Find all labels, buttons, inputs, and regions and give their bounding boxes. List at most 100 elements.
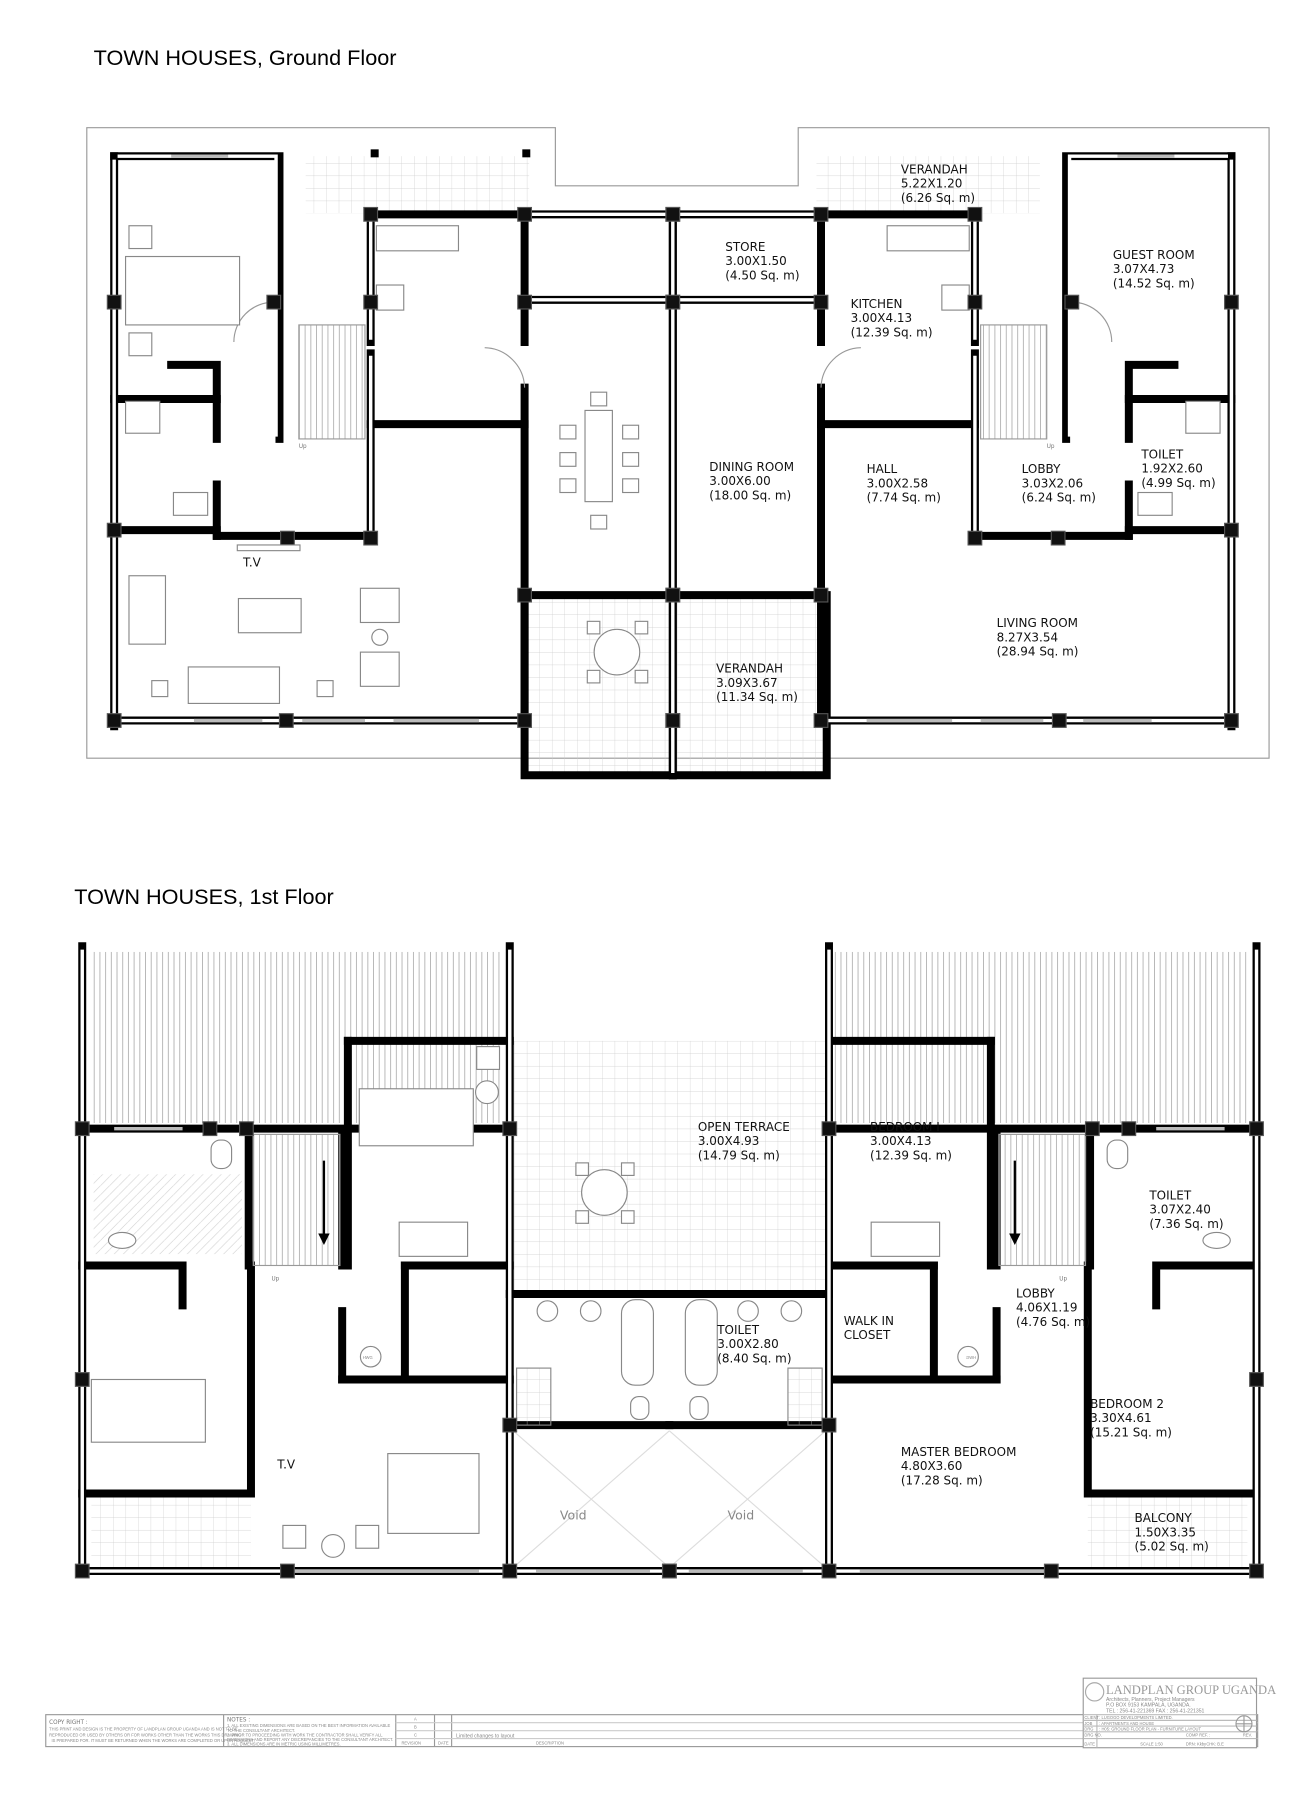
svg-text:DESCRIPTION: DESCRIPTION bbox=[536, 1740, 564, 1745]
svg-text:DRN: Kkby: DRN: Kkby bbox=[1186, 1741, 1207, 1746]
room-name-label: STORE bbox=[725, 240, 765, 254]
room-area-label: (6.24 Sq. m) bbox=[1022, 491, 1096, 505]
room-area-label: (7.74 Sq. m) bbox=[867, 491, 941, 505]
room-name-label: MASTER BEDROOM bbox=[901, 1445, 1017, 1459]
room-dims-label: 3.03X2.06 bbox=[1022, 476, 1084, 490]
room-dims-label: 3.00X4.13 bbox=[870, 1134, 932, 1148]
svg-text:: H05: GROUND FLOOR PLAN - FUR: : H05: GROUND FLOOR PLAN - FURNITURE LAY… bbox=[1099, 1727, 1201, 1732]
svg-text:THIS PRINT AND DESIGN IS THE P: THIS PRINT AND DESIGN IS THE PROPERTY OF… bbox=[49, 1727, 238, 1732]
wc bbox=[124, 400, 161, 434]
room-dims-label: 4.80X3.60 bbox=[901, 1459, 963, 1473]
room-dims-label: 3.00X4.93 bbox=[698, 1134, 760, 1148]
balcony-left bbox=[91, 1493, 251, 1568]
sofa bbox=[128, 575, 167, 645]
ground-floor-furniture bbox=[124, 149, 649, 704]
room-dims-label: 3.00X1.50 bbox=[725, 254, 786, 268]
room-area-label: (4.50 Sq. m) bbox=[725, 268, 799, 282]
room-dims-label: 4.06X1.19 bbox=[1016, 1301, 1078, 1315]
copyright-title: COPY RIGHT : bbox=[49, 1720, 88, 1726]
kitchen-sink bbox=[375, 225, 460, 252]
room-area-label: (17.28 Sq. m) bbox=[901, 1473, 983, 1487]
staircase bbox=[252, 1133, 341, 1267]
footer-strip: COPY RIGHT : THIS PRINT AND DESIGN IS TH… bbox=[45, 1714, 1259, 1748]
company-name: LANDPLAN GROUP UGANDA bbox=[1106, 1683, 1276, 1697]
svg-text:REV.: REV. bbox=[1243, 1732, 1252, 1737]
svg-text:1. ALL EXISTING DIMENSIONS ARE: 1. ALL EXISTING DIMENSIONS ARE BASED ON … bbox=[227, 1723, 391, 1728]
svg-text:DATE: DATE bbox=[438, 1740, 449, 1745]
title-block: LANDPLAN GROUP UGANDA Architects, Planne… bbox=[1082, 1677, 1276, 1749]
room-dims-label: 1.92X2.60 bbox=[1141, 462, 1203, 476]
svg-text:: LUGOGO DEVELOPMENTS LIMITED.: : LUGOGO DEVELOPMENTS LIMITED. bbox=[1099, 1715, 1172, 1720]
room-dims-label: 3.00X6.00 bbox=[709, 474, 770, 488]
room-name-label: HALL bbox=[867, 462, 898, 476]
room-name-label: TOILET bbox=[1140, 447, 1183, 461]
dining-table bbox=[584, 409, 613, 503]
svg-text:SCALE 1:50: SCALE 1:50 bbox=[1140, 1741, 1163, 1746]
room-name-label: LOBBY bbox=[1022, 462, 1061, 476]
room-area-label: (14.79 Sq. m) bbox=[698, 1148, 780, 1162]
void-label: Void bbox=[728, 1508, 755, 1523]
stair-up-label: Up bbox=[1059, 1276, 1067, 1282]
room-area-label: (5.02 Sq. m) bbox=[1135, 1540, 1209, 1554]
room-area-label: (12.39 Sq. m) bbox=[870, 1148, 952, 1162]
room-area-label: (4.99 Sq. m) bbox=[1141, 476, 1215, 490]
rear-verandah-left bbox=[305, 156, 530, 214]
void-area bbox=[513, 1430, 826, 1568]
svg-text:2. PRIOR TO PROCEEDING WITH WO: 2. PRIOR TO PROCEEDING WITH WORK THE CON… bbox=[227, 1732, 383, 1737]
svg-text:COMP REF. :: COMP REF. : bbox=[1186, 1732, 1211, 1737]
svg-text:REPRODUCED OR USED BY OTHERS O: REPRODUCED OR USED BY OTHERS OR FOR WORK… bbox=[49, 1732, 241, 1737]
room-dims-label: 3.07X4.73 bbox=[1113, 262, 1175, 276]
room-name-label: LIVING ROOM bbox=[997, 616, 1078, 630]
room-name-label: DINING ROOM bbox=[709, 460, 794, 474]
site-boundary bbox=[86, 127, 1270, 759]
room-area-label: (4.76 Sq. m) bbox=[1016, 1315, 1090, 1329]
double-bed bbox=[124, 255, 241, 326]
bed bbox=[90, 1378, 206, 1443]
room-name-label: OPEN TERRACE bbox=[698, 1120, 790, 1134]
open-terrace-floor bbox=[513, 1040, 826, 1294]
svg-text:CHK: B.E: CHK: B.E bbox=[1206, 1741, 1224, 1746]
room-area-label: (12.39 Sq. m) bbox=[851, 325, 933, 339]
hwg-label: HWG bbox=[363, 1355, 373, 1360]
ground-floor-labels: Up Up T.V bbox=[242, 444, 1055, 570]
stair-up-label: Up bbox=[1047, 444, 1055, 450]
basin bbox=[172, 491, 209, 516]
room-dims-label: 3.00X2.58 bbox=[867, 476, 929, 490]
room-dims-label: 5.22X1.20 bbox=[901, 177, 963, 191]
svg-text:3. ALL DIMENSIONS ARE IN METRI: 3. ALL DIMENSIONS ARE IN METRIC USING MI… bbox=[227, 1741, 341, 1746]
svg-text:B: B bbox=[414, 1724, 417, 1729]
room-name-label: BALCONY bbox=[1135, 1511, 1193, 1525]
master-bed bbox=[387, 1453, 480, 1534]
room-dims-label: 1.50X3.35 bbox=[1135, 1525, 1197, 1539]
revision-c-description: Limited changes to layout bbox=[456, 1733, 515, 1739]
room-area-label: (11.34 Sq. m) bbox=[716, 690, 798, 704]
first-floor-left-unit-walls: HWG bbox=[74, 942, 677, 1579]
room-area-label: (14.52 Sq. m) bbox=[1113, 276, 1195, 290]
svg-text:P.O BOX 9153 KAMPALA, UGANDA.: P.O BOX 9153 KAMPALA, UGANDA. bbox=[1106, 1703, 1191, 1709]
staircase bbox=[298, 324, 366, 440]
room-name-label: TOILET bbox=[716, 1323, 759, 1337]
room-dims-label: 3.30X4.61 bbox=[1090, 1411, 1152, 1425]
tv-label: T.V bbox=[276, 1457, 296, 1471]
wardrobe bbox=[398, 1221, 469, 1257]
svg-text:Architects, Planners, Project: Architects, Planners, Project Managers bbox=[1106, 1697, 1195, 1703]
room-area-label: (8.40 Sq. m) bbox=[717, 1351, 791, 1365]
room-name-label: BEDROOM 2 bbox=[1090, 1397, 1164, 1411]
svg-text:IS PREPARED FOR. IT MUST BE RE: IS PREPARED FOR. IT MUST BE RETURNED WHE… bbox=[51, 1738, 254, 1743]
room-area-label: (7.36 Sq. m) bbox=[1149, 1217, 1223, 1231]
room-dims-label: CLOSET bbox=[844, 1328, 891, 1342]
room-name-label: WALK IN bbox=[844, 1314, 894, 1328]
coffee-table bbox=[237, 597, 302, 634]
svg-text:A: A bbox=[414, 1716, 417, 1721]
stove bbox=[375, 284, 405, 311]
svg-text:DATE: DATE bbox=[1084, 1741, 1095, 1746]
room-area-label: (28.94 Sq. m) bbox=[997, 645, 1079, 659]
stair-up-label: Up bbox=[271, 1276, 279, 1282]
svg-text:C: C bbox=[414, 1732, 417, 1737]
svg-text:TEL : 256-41-221369 FAX : 25: TEL : 256-41-221369 FAX : 256-41-221351 bbox=[1106, 1708, 1205, 1714]
svg-text:JOB: JOB bbox=[1084, 1721, 1092, 1726]
room-name-label: VERANDAH bbox=[716, 662, 783, 676]
